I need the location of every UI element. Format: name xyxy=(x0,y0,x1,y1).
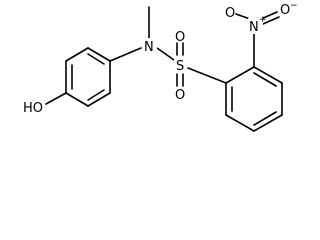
bond-nitro-oxygen-double-b xyxy=(262,16,280,25)
structure-canvas: HO N S O O N + O O − xyxy=(23,1,298,132)
bond-nitro-oxygen-single xyxy=(235,13,251,20)
amine-nitrogen-label: N xyxy=(144,40,154,55)
nitro-oxygen-double-label: O xyxy=(280,3,290,18)
bond-nitro-oxygen-double-a xyxy=(260,11,278,20)
ring-a-bond-5 xyxy=(65,92,89,107)
ring-a-bond-1 xyxy=(65,47,89,62)
ring-b-bond-2 xyxy=(253,66,283,84)
bond-nitrogen-to-sulfur xyxy=(156,47,175,61)
nitro-nitrogen-label: N xyxy=(249,20,259,35)
ring-b-bond-4 xyxy=(253,114,283,132)
ring-b-bond-5 xyxy=(225,114,255,132)
sulfur-label: S xyxy=(176,59,184,74)
hydroxyphenyl-ring xyxy=(65,47,111,107)
bond-ring-to-nitrogen xyxy=(109,47,142,62)
nitro-oxygen-single-label: O xyxy=(225,6,235,21)
ring-a-bond-4 xyxy=(87,92,111,107)
ring-a-double-3 xyxy=(87,89,105,101)
ring-b-double-3 xyxy=(253,111,277,126)
ring-b-bond-1 xyxy=(225,66,255,84)
hydroxyl-label: HO xyxy=(23,101,43,116)
sulfonyl-oxygen-upper-label: O xyxy=(175,30,185,45)
atom-labels: HO N S O O N + O O − xyxy=(23,1,298,116)
nitro-oxygen-charge: − xyxy=(290,1,298,11)
molecule-structure: HO N S O O N + O O − xyxy=(23,1,298,132)
nitro-nitrogen-charge: + xyxy=(259,15,267,25)
ring-b-double-1 xyxy=(253,72,277,87)
bond-sulfur-to-ring xyxy=(187,67,227,84)
ring-a-double-2 xyxy=(87,53,105,65)
bond-ring-to-hydroxyl xyxy=(45,92,67,105)
sulfonyl-oxygen-lower-label: O xyxy=(175,88,185,103)
nitrophenyl-ring xyxy=(225,66,283,132)
ring-a-bond-2 xyxy=(87,47,111,62)
